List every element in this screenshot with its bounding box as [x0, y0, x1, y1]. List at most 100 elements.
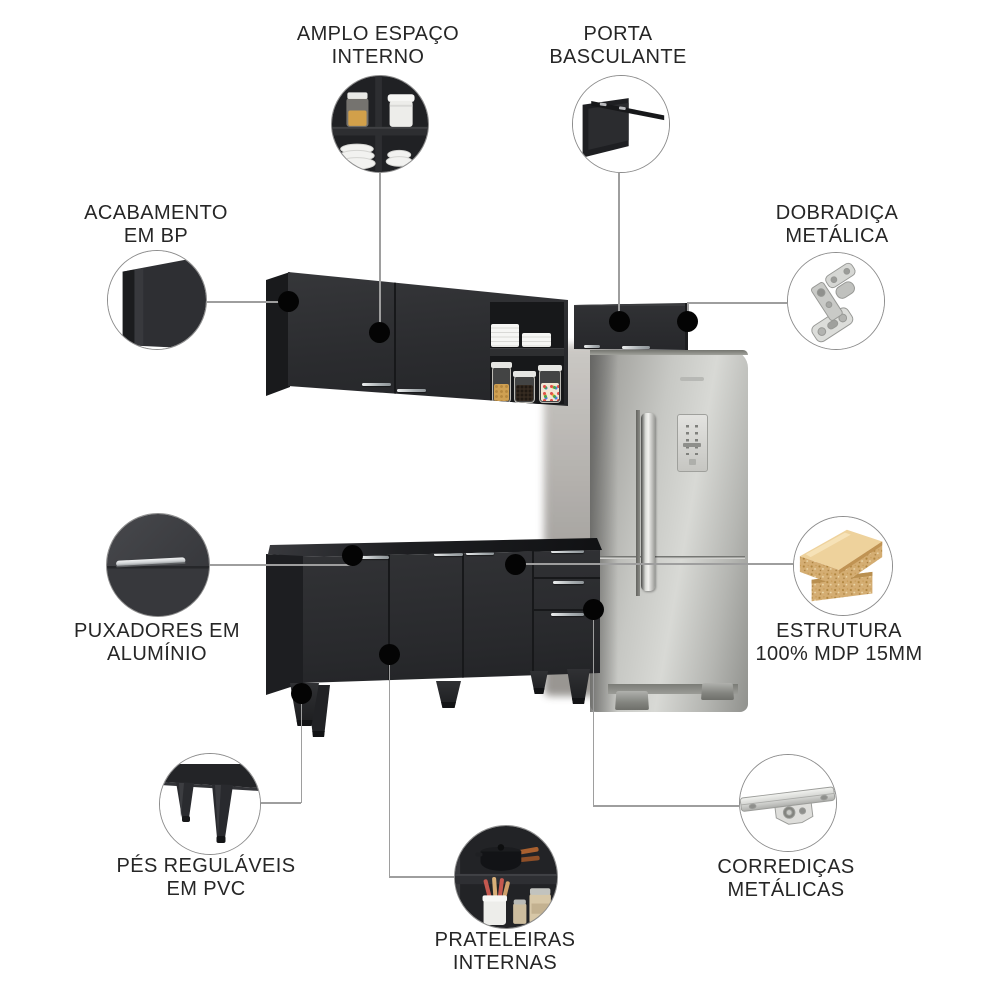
- feature-label-porta-basculante: PORTA BASCULANTE: [549, 23, 686, 69]
- connector-corredicas: [593, 805, 739, 807]
- glass-jar-cookies: [491, 362, 512, 403]
- feature-bubble-porta-basculante: [572, 75, 670, 173]
- connector-acabamento: [207, 301, 288, 303]
- label-line: METÁLICA: [785, 225, 889, 247]
- label-line: BASCULANTE: [549, 46, 687, 68]
- open-door-panel: [591, 100, 665, 121]
- label-line: ESTRUTURA: [776, 620, 902, 642]
- leg-foot: [307, 731, 330, 737]
- pvc-foot: [212, 784, 233, 843]
- feature-label-puxadores: PUXADORES EM ALUMÍNIO: [74, 620, 240, 666]
- label-line: EM PVC: [166, 878, 246, 900]
- label-line: PORTA: [583, 23, 653, 45]
- cabinet-leg: [530, 671, 548, 694]
- connector-dobradica: [687, 302, 689, 315]
- feature-label-acabamento: ACABAMENTO EM BP: [84, 202, 228, 248]
- feature-bubble-pes: [159, 753, 261, 855]
- base-cabinet: [303, 550, 600, 683]
- flip-up-door-icon: [573, 76, 669, 172]
- feature-label-pes: PÉS REGULÁVEIS EM PVC: [117, 855, 296, 901]
- pvc-foot: [176, 782, 194, 822]
- fridge-foot: [701, 683, 734, 700]
- pvc-adjustable-feet-icon: [160, 754, 260, 854]
- connector-puxadores: [210, 564, 352, 566]
- leg-foot: [530, 688, 548, 694]
- label-line: PRATELEIRAS: [434, 929, 576, 951]
- callout-dot-pes: [290, 682, 312, 704]
- aluminum-handle-icon: [107, 514, 209, 616]
- wall-cabinet-handle: [362, 383, 391, 386]
- mdp-boards: [799, 529, 883, 602]
- jar-contents: [516, 384, 533, 401]
- hinge: [810, 262, 856, 343]
- panel-face: [122, 255, 206, 349]
- drawer-separator: [532, 609, 600, 611]
- fridge-brand-mark: [680, 377, 704, 381]
- panel-display-bar: [683, 443, 701, 447]
- connector-pes: [261, 802, 301, 804]
- label-line: 100% MDP 15MM: [755, 643, 923, 665]
- cabinet-interior: [588, 102, 629, 150]
- panel-edge: [122, 269, 135, 346]
- jar-contents: [494, 384, 509, 401]
- open-niche: [490, 302, 564, 404]
- feature-bubble-prateleiras: [454, 825, 558, 929]
- fridge-door-split: [592, 556, 745, 559]
- feature-bubble-corredicas: [739, 754, 837, 852]
- glass-jar-candy: [538, 365, 562, 403]
- feature-bubble-acabamento: [107, 250, 207, 350]
- label-line: INTERNO: [331, 46, 425, 68]
- cabinet-leg: [436, 681, 461, 708]
- mdp-board-icon: [794, 517, 892, 615]
- fridge-foot: [615, 691, 649, 710]
- niche-shelf: [490, 348, 564, 356]
- metal-hinge-icon: [788, 253, 884, 349]
- cabinet-leg: [567, 669, 590, 704]
- panel-lower-key: [689, 459, 696, 465]
- connector-pes: [300, 693, 302, 803]
- open-shelf-compartments-icon: [332, 76, 428, 172]
- label-line: AMPLO ESPAÇO: [296, 23, 460, 45]
- leg-foot: [290, 720, 319, 726]
- bp-finish-panel-icon: [108, 251, 206, 349]
- label-line: PUXADORES EM: [74, 620, 240, 642]
- leg-foot: [567, 698, 590, 704]
- feature-label-dobradica: DOBRADIÇA METÁLICA: [776, 202, 899, 248]
- callout-dot-corredicas: [582, 598, 604, 620]
- connector-porta-basculante: [618, 173, 620, 321]
- stacked-plates: [338, 143, 376, 170]
- drawer-separator: [532, 577, 600, 579]
- label-line: ALUMÍNIO: [107, 643, 207, 665]
- connector-estrutura: [515, 563, 793, 565]
- base-door-seam: [388, 550, 390, 683]
- drawer-unit-seam: [532, 550, 534, 683]
- drawer-handle: [551, 613, 584, 616]
- bridge-cabinet-handle: [584, 345, 600, 348]
- drawer-slide: [740, 786, 836, 825]
- base-door-handle: [466, 552, 494, 555]
- glass-jar: [346, 92, 369, 127]
- jar-contents: [541, 383, 559, 401]
- wall-cabinet: [288, 272, 568, 406]
- fridge-handle-gap: [636, 410, 640, 596]
- connector-prateleiras: [389, 876, 455, 878]
- feature-label-prateleiras: PRATELEIRAS INTERNAS: [435, 929, 576, 975]
- bridge-top-edge: [574, 304, 688, 306]
- pan-handles: [518, 847, 540, 863]
- label-line: INTERNAS: [452, 952, 558, 974]
- callout-dot-puxadores: [341, 544, 363, 566]
- base-door-seam: [462, 550, 464, 683]
- metal-drawer-slide-icon: [740, 755, 836, 851]
- stacked-bowls: [385, 149, 413, 167]
- label-line: CORREDIÇAS: [717, 856, 855, 878]
- feature-label-amplo-espaco: AMPLO ESPAÇO INTERNO: [297, 23, 459, 69]
- bridge-cabinet-handle: [622, 346, 650, 349]
- label-line: METÁLICAS: [727, 879, 845, 901]
- callout-dot-prateleiras: [378, 643, 400, 665]
- feature-bubble-dobradica: [787, 252, 885, 350]
- jar-lid: [491, 362, 512, 368]
- base-cabinet-side-panel: [266, 554, 303, 695]
- drawer-handle: [551, 550, 584, 553]
- refrigerator: [590, 350, 748, 712]
